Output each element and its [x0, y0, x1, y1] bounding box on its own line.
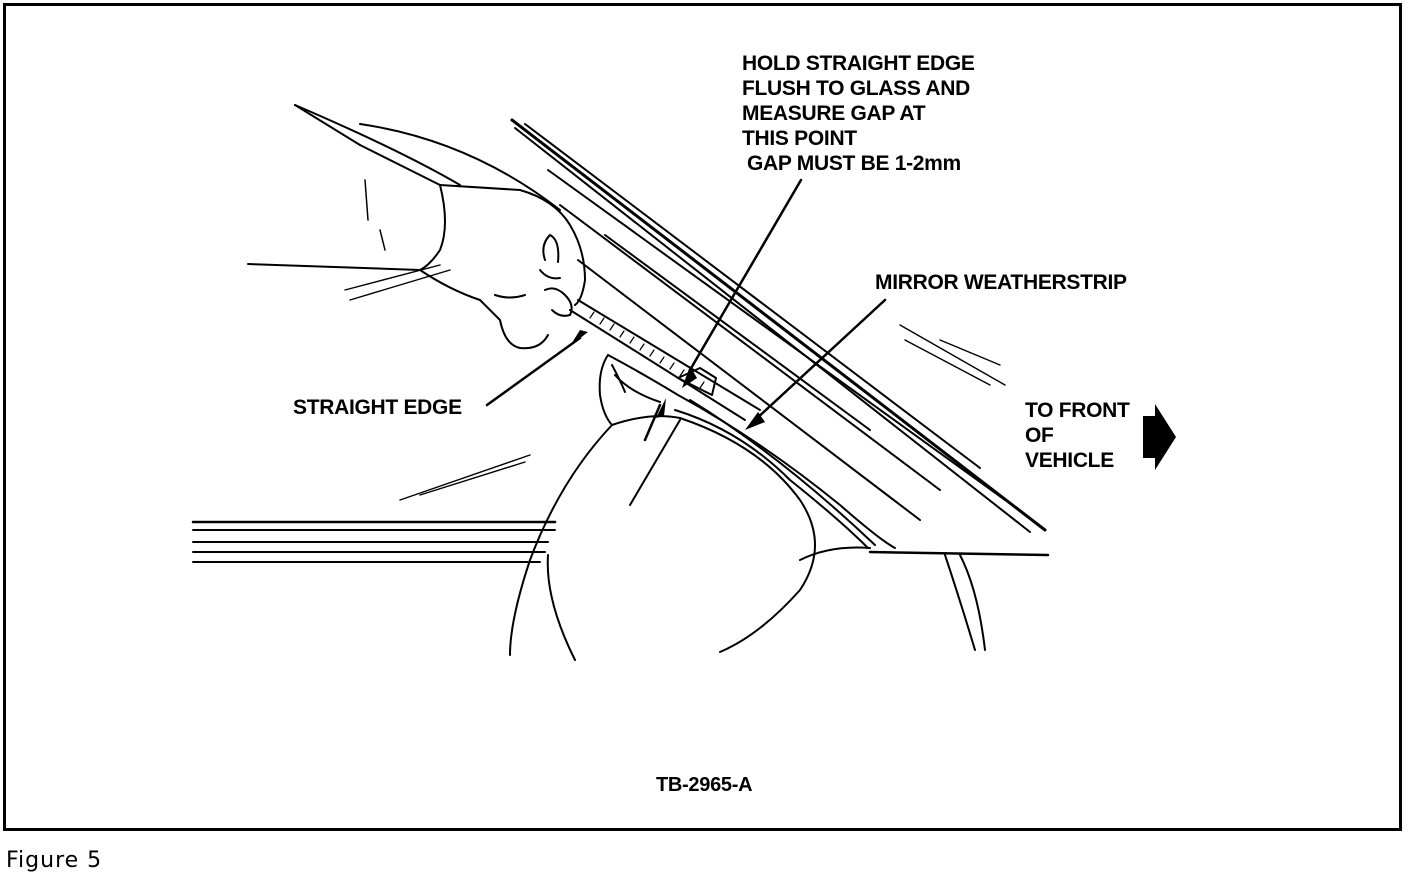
drawing-number: TB-2965-A — [656, 774, 753, 796]
gap-leader-line — [688, 178, 803, 372]
weatherstrip-arrowhead — [745, 412, 765, 430]
mirror-arrowhead — [656, 398, 666, 418]
direction-label-line-1: TO FRONT — [1025, 399, 1130, 422]
straight-edge-arrowhead — [570, 330, 588, 346]
window-glass-lines — [294, 104, 1047, 533]
direction-label-line-2: OF — [1025, 424, 1054, 447]
figure-frame — [3, 3, 1402, 831]
gap-instruction-line-5: GAP MUST BE 1-2mm — [747, 152, 961, 175]
weatherstrip-leader-line — [753, 298, 887, 422]
right-arrow-icon — [1143, 404, 1176, 470]
door-body-lines — [191, 520, 1050, 563]
gap-instruction-line-2: FLUSH TO GLASS AND — [742, 77, 970, 100]
figure-caption: Figure 5 — [6, 848, 103, 873]
arrowheads — [570, 330, 765, 430]
mirror-housing — [509, 354, 986, 661]
straight-edge-leader-line — [485, 336, 582, 407]
mirror-leader-line — [643, 403, 662, 442]
gap-instruction-line-4: THIS POINT — [742, 127, 857, 150]
shading-strokes — [344, 264, 1006, 501]
leader-lines — [485, 178, 887, 442]
gap-instruction-line-3: MEASURE GAP AT — [742, 102, 926, 125]
hand-drawing — [247, 104, 586, 350]
straight-edge-label: STRAIGHT EDGE — [293, 396, 462, 419]
direction-label-line-3: VEHICLE — [1025, 449, 1114, 472]
straight-edge-ruler — [569, 299, 761, 421]
gap-instruction-line-1: HOLD STRAIGHT EDGE — [742, 52, 975, 75]
mirror-weatherstrip-label: MIRROR WEATHERSTRIP — [875, 271, 1127, 294]
gap-arrowhead — [682, 366, 697, 388]
